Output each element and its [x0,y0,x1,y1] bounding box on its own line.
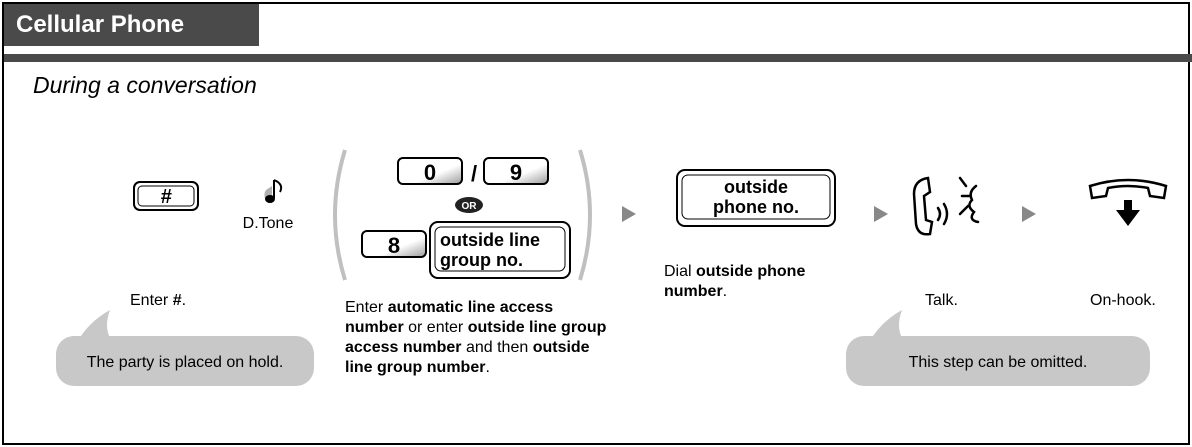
access-caption-line2: number or enter outside line group [345,319,607,336]
music-note-icon [264,179,283,203]
access-caption-line1: Enter automatic line access [345,299,554,316]
outside-key-line1: outside [724,177,788,197]
right-parenthesis [578,149,592,281]
access-caption-line3: access number and then outside [345,339,590,356]
outside-line-group-key: outside line group no. [429,221,571,279]
omit-note-bubble: This step can be omitted. [846,310,1150,386]
hash-caption: Enter #. [130,292,187,309]
subtitle: During a conversation [33,72,257,98]
key-0-label: 0 [424,160,436,185]
omit-note-text: This step can be omitted. [909,354,1088,371]
talk-handset-icon [912,176,980,236]
hash-key: # [133,181,199,211]
hold-note-text: The party is placed on hold. [87,354,284,371]
key-8-label: 8 [388,233,400,258]
key-0: 0 [397,157,463,185]
access-caption-line4: line group number. [345,359,490,376]
key-9-label: 9 [510,160,522,185]
hash-key-label: # [160,186,172,208]
outside-phone-key: outside phone no. [676,169,836,227]
outside-caption-line2: number. [664,283,728,300]
slash-separator: / [471,161,477,186]
talk-caption: Talk. [925,292,958,309]
dial-tone-label: D.Tone [243,215,294,232]
key-9: 9 [483,157,549,185]
on-hook-caption: On-hook. [1090,292,1156,309]
page-title: Cellular Phone [4,4,259,46]
or-label: OR [462,201,478,212]
on-hook-icon [1088,178,1168,226]
outside-caption-line1: Dial outside phone [664,263,806,280]
hold-note-bubble: The party is placed on hold. [56,310,314,386]
key-8: 8 [361,230,427,258]
or-badge: OR [455,197,483,213]
group-key-line2: group no. [440,250,523,270]
arrow-2 [874,206,888,222]
left-parenthesis [333,149,347,281]
title-rule [4,54,1192,62]
arrow-1 [622,206,636,222]
group-key-line1: outside line [440,230,540,250]
arrow-3 [1022,206,1036,222]
outside-key-line2: phone no. [713,197,799,217]
